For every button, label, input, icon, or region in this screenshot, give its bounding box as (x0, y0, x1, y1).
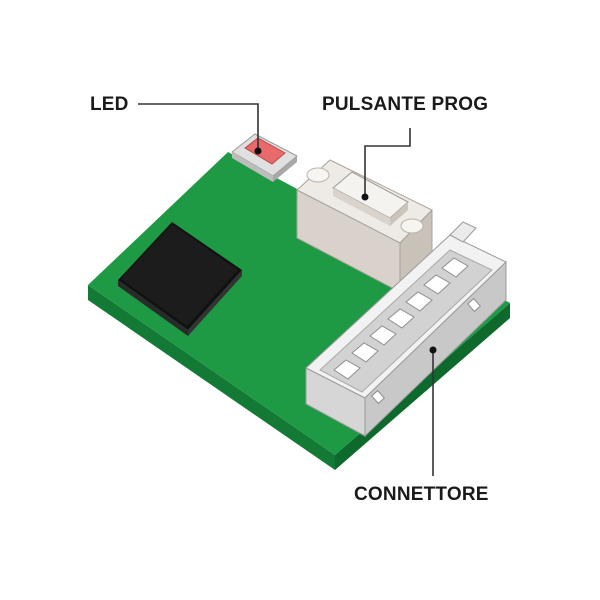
ic-chip-icon (118, 222, 242, 336)
callout-button: PULSANTE PROG (322, 94, 488, 201)
connector-label: CONNETTORE (354, 484, 489, 505)
led-icon (231, 133, 298, 182)
button-label: PULSANTE PROG (322, 94, 488, 115)
pcb-side (88, 285, 335, 470)
callout-led: LED (90, 94, 262, 155)
pcb-side-right (335, 303, 510, 470)
connector-pins (333, 257, 469, 380)
push-button-icon (296, 159, 433, 294)
callout-connector: CONNETTORE (354, 346, 489, 505)
led-label: LED (90, 94, 129, 115)
